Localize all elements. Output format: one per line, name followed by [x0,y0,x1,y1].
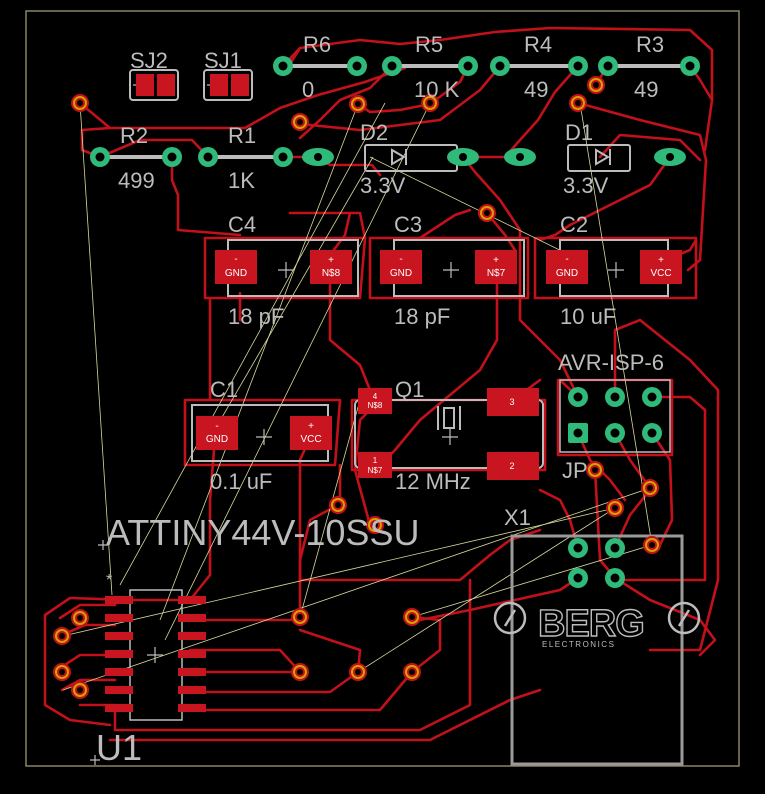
label-c2-value: 10 uF [560,304,616,329]
q1-pad4-label: 4 [373,392,378,401]
c2-minus-label: - [565,254,568,265]
label-d1: D1 [565,120,593,145]
diode-symbol-icon [391,148,611,166]
c2-plus-label: + [658,255,664,266]
c3-plus-label: + [493,255,499,266]
q1-pad3-label: 3 [509,397,514,407]
label-c1-value: 0.1 uF [210,469,272,494]
q1-n8-label: N$8 [368,401,383,410]
label-avr-isp: AVR-ISP-6 [558,350,664,375]
c4-n8-label: N$8 [322,268,341,279]
label-r4-value: 49 [524,77,548,102]
component-labels: SJ2 SJ1 R6 0 R5 10 K R4 49 R3 49 R2 499 … [96,32,664,768]
label-c3: C3 [394,212,422,237]
c1-gnd-label: GND [206,434,228,445]
label-d1-value: 3.3V [563,173,609,198]
silk-resistor-bodies [100,64,690,159]
label-r6: R6 [303,32,331,57]
c4-gnd-label: GND [225,268,247,279]
c1-plus-label: + [308,421,314,432]
berg-logo-subtext: ELECTRONICS [542,640,615,649]
label-r5: R5 [415,32,443,57]
thru-hole-pad-icon[interactable] [90,56,700,588]
label-r1: R1 [228,123,256,148]
pad-labels: GND - N$8 + GND - N$7 + GND - VCC + GND … [206,254,672,475]
label-c4: C4 [228,212,256,237]
q1-pad1-label: 1 [373,456,378,465]
board-outline [25,10,740,767]
c3-minus-label: - [399,254,402,265]
label-r2: R2 [120,123,148,148]
label-u1: U1 [96,727,142,768]
berg-logo-text: BERG [538,603,644,645]
c1-vcc-label: VCC [300,434,321,445]
label-r2-value: 499 [118,168,155,193]
q1-n7-label: N$7 [368,466,383,475]
label-r4: R4 [524,32,552,57]
label-d2-value: 3.3V [360,173,406,198]
label-c3-value: 18 pF [394,304,450,329]
label-r3-value: 49 [634,77,658,102]
c2-gnd-label: GND [556,268,578,279]
traces [43,26,720,742]
label-q1-value: 12 MHz [395,469,471,494]
label-attiny: ATTINY44V-10SSU [106,512,419,553]
label-sj2: SJ2 [130,48,168,73]
c3-gnd-label: GND [390,268,412,279]
label-x1: X1 [504,505,531,530]
label-d2: D2 [360,120,388,145]
label-r3: R3 [636,32,664,57]
label-c1: C1 [210,377,238,402]
berg-mount-holes [493,601,701,635]
c4-minus-label: - [234,254,237,265]
label-q1: Q1 [395,377,424,402]
label-r5-value: 10 K [414,77,460,102]
smd-pads[interactable] [105,74,682,712]
label-c4-value: 18 pF [228,304,284,329]
label-r1-value: 1K [228,168,255,193]
q1-pad2-label: 2 [509,461,514,471]
label-jp: JP [562,458,588,483]
label-c2: C2 [560,212,588,237]
c3-n7-label: N$7 [487,268,506,279]
c2-vcc-label: VCC [650,268,671,279]
c1-minus-label: - [215,421,218,432]
label-sj1: SJ1 [204,48,242,73]
pin1-marker: * [106,572,112,589]
c4-plus-label: + [328,255,334,266]
crystal-symbol-icon [437,406,461,430]
label-r6-value: 0 [302,77,314,102]
berg-logo-icon: BERG ELECTRONICS [537,602,645,649]
